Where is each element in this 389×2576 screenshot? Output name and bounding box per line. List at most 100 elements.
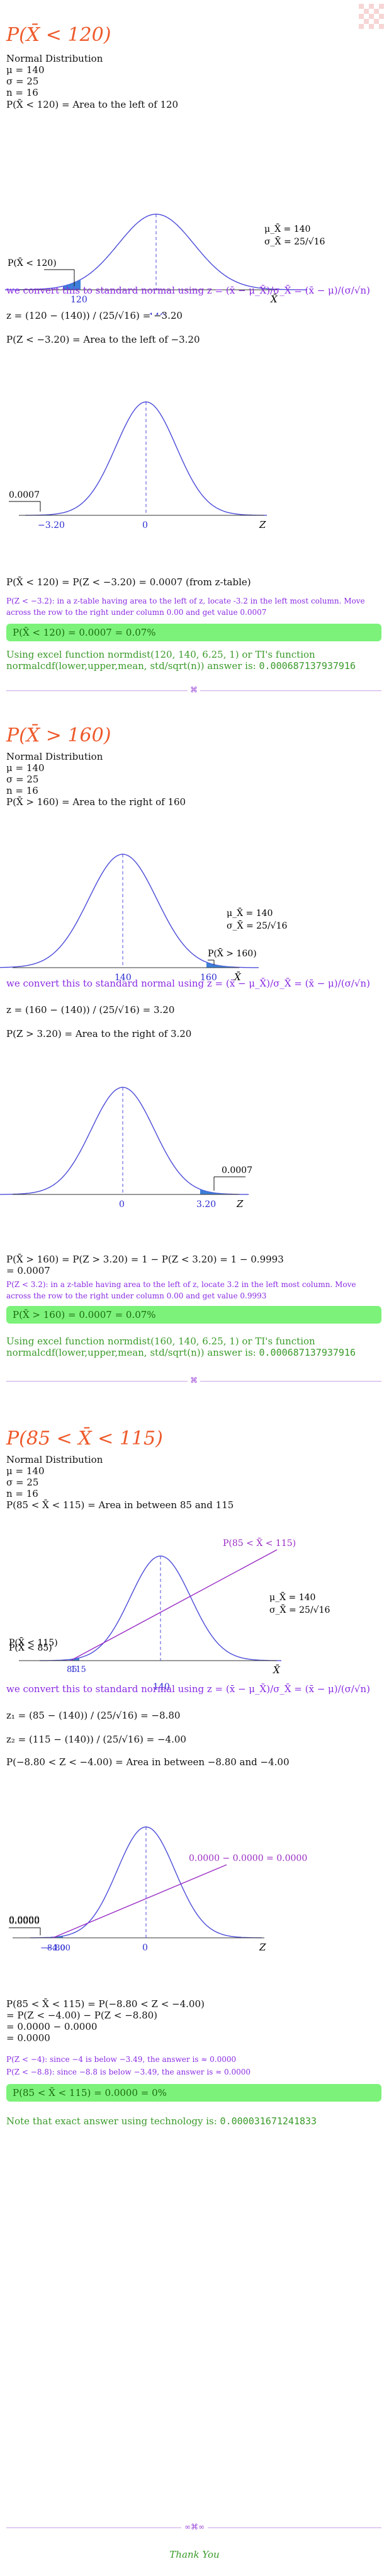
answer-text: P(X̄ < 120) = 0.0007 = 0.07% (13, 627, 156, 638)
tick-label: 140 (115, 973, 132, 983)
z-area-description: P(Z < −3.20) = Area to the left of −3.20 (6, 334, 200, 345)
area-description: P(X̄ < 120) = Area to the left of 120 (6, 99, 179, 110)
axis-label: Z (259, 1942, 266, 1953)
answer-box: P(X̄ < 120) = 0.0007 = 0.07% (6, 624, 381, 641)
standardize-text: we convert this to standard normal using… (6, 285, 370, 296)
standardize-text: we convert this to standard normal using… (6, 978, 370, 989)
z-table-note: P(Z < −3.2): in a z-table having area to… (6, 597, 365, 617)
z-calculation: z₁ = (85 − (140)) / (25/√16) = −8.80 (6, 1710, 181, 1721)
param-line: n = 16 (6, 785, 38, 796)
tick-label: 0 (142, 1943, 148, 1953)
z-table-note: P(Z < −8.8): since −8.8 is below −3.49, … (6, 2068, 251, 2076)
mean-label: μ_X̄ = 140 (269, 1591, 315, 1603)
result-line: P(X̄ < 120) = P(Z < −3.20) = 0.0007 (fro… (6, 576, 251, 588)
z-table-note: P(Z < 3.2): in a z-table having area to … (6, 1280, 356, 1300)
param-line: σ = 25 (6, 1477, 39, 1488)
region-label: P(85 < X̄ < 115) (223, 1537, 296, 1548)
region-value: 0.0007 (9, 490, 40, 500)
answer-box: P(X̄ > 160) = 0.0007 = 0.07% (6, 1306, 381, 1324)
tick-label: 115 (70, 1665, 86, 1674)
region-label: P(X̄ < 115) (9, 1637, 58, 1648)
area-description: P(85 < X̄ < 115) = Area in between 85 an… (6, 1499, 234, 1511)
param-line: μ = 140 (6, 1465, 45, 1477)
result-line: P(85 < X̄ < 115) = P(−8.80 < Z < −4.00) (6, 1998, 205, 2010)
tick-label: −3.20 (38, 520, 65, 530)
region-label: P(X̄ > 160) (208, 947, 257, 959)
standard-normal-graph: Z 3.20 0 0.0007 (0, 1087, 252, 1210)
exact-value: 0.000031671241833 (220, 2115, 317, 2127)
area-description: P(X̄ > 160) = Area to the right of 160 (6, 796, 186, 808)
technology-note: Note that exact answer using technology … (6, 2115, 317, 2127)
shaded-region (49, 1936, 63, 1938)
tick-label: −8.80 (40, 1943, 65, 1953)
param-line: σ = 25 (6, 774, 39, 785)
region-value: 0.0007 (222, 1165, 252, 1176)
exact-value: 0.000687137937916 (259, 660, 356, 672)
axis-label: X̄ (270, 294, 278, 305)
section-title: P(X̄ > 160) (6, 724, 111, 747)
axis-label: X̄ (234, 971, 242, 983)
tick-label: 3.20 (196, 1199, 216, 1210)
result-line: = 0.0000 − 0.0000 (6, 2021, 98, 2032)
shaded-region (63, 279, 81, 290)
logo-icon (359, 4, 384, 29)
shaded-region (200, 1189, 228, 1194)
param-line: Normal Distribution (6, 751, 103, 762)
thank-you-text: Thank You (169, 2549, 220, 2560)
answer-text: P(X̄ > 160) = 0.0007 = 0.07% (13, 1309, 156, 1320)
axis-label: Z (236, 1198, 244, 1210)
region-value: 0.0000 − 0.0000 = 0.0000 (189, 1853, 307, 1863)
z-table-note: P(Z < −4): since −4 is below −3.49, the … (6, 2055, 237, 2064)
z-calculation: z₂ = (115 − (140)) / (25/√16) = −4.00 (6, 1734, 186, 1745)
tick-label: 140 (153, 1682, 170, 1692)
footer-ornament-icon: ∞⌘∞ (181, 2522, 208, 2531)
annotation-line (52, 1864, 227, 1938)
z-area-description: P(Z > 3.20) = Area to the right of 3.20 (6, 1028, 192, 1039)
tick-label: 140 (149, 312, 166, 315)
result-line: = P(Z < −4.00) − P(Z < −8.80) (6, 2010, 158, 2021)
divider-ornament-icon: ⌘ (188, 1376, 200, 1385)
param-line: n = 16 (6, 1488, 38, 1499)
answer-text: P(85 < X̄ < 115) = 0.0000 = 0% (13, 2087, 167, 2098)
sd-label: σ_X̄ = 25/√16 (227, 920, 288, 931)
standardize-text: we convert this to standard normal using… (6, 1683, 370, 1695)
mean-label: μ_X̄ = 140 (227, 907, 273, 919)
tick-label: 120 (70, 295, 87, 305)
tick-label: −4.00 (45, 1943, 70, 1953)
region-label: P(X̄ < 120) (8, 257, 57, 268)
normal-curve (0, 1087, 249, 1195)
result-line: = 0.0000 (6, 2032, 50, 2044)
tick-label: 85 (67, 1665, 77, 1674)
tick-label: 160 (200, 973, 217, 983)
param-line: n = 16 (6, 87, 38, 98)
z-calculation: z = (120 − (140)) / (25/√16) = −3.20 (6, 310, 183, 321)
divider-ornament-icon: ⌘ (188, 685, 200, 694)
region-value: 0.0000 (9, 1916, 40, 1926)
param-line: Normal Distribution (6, 53, 103, 64)
answer-box: P(85 < X̄ < 115) = 0.0000 = 0% (6, 2084, 381, 2102)
param-line: Normal Distribution (6, 1454, 103, 1465)
technology-note: Using excel function normdist(160, 140, … (6, 1336, 356, 1358)
normal-curve-graph: X̄ 120 140 μ_X̄ = 140 σ_X̄ = 25/√16 P(X̄… (5, 214, 325, 315)
mean-label: μ_X̄ = 140 (264, 223, 310, 234)
result-line: P(X̄ > 160) = P(Z > 3.20) = 1 − P(Z < 3.… (6, 1254, 284, 1265)
param-line: μ = 140 (6, 762, 45, 774)
sd-label: σ_X̄ = 25/√16 (269, 1604, 330, 1615)
section-title: P(85 < X̄ < 115) (6, 1428, 163, 1450)
param-line: σ = 25 (6, 76, 39, 87)
normal-curve (30, 1826, 262, 1938)
param-line: μ = 140 (6, 64, 45, 76)
normal-curve-graph: X̄ 85 115 140 μ_X̄ = 140 σ_X̄ = 25/√16 P… (9, 1537, 330, 1692)
standard-normal-graph: Z −3.20 0 0.0007 (9, 401, 267, 530)
tick-label: 0 (119, 1199, 125, 1210)
exact-value: 0.000687137937916 (259, 1347, 356, 1358)
normal-curve (25, 401, 267, 516)
annotation-line (70, 1549, 278, 1661)
tick-label: 0 (142, 520, 148, 530)
section-title: P(X̄ < 120) (6, 24, 111, 46)
axis-label: X̄ (273, 1664, 281, 1676)
shaded-region (206, 962, 234, 968)
region-label: P(X̄ < 85) (9, 1642, 52, 1653)
z-area-description: P(−8.80 < Z < −4.00) = Area in between −… (6, 1756, 290, 1768)
